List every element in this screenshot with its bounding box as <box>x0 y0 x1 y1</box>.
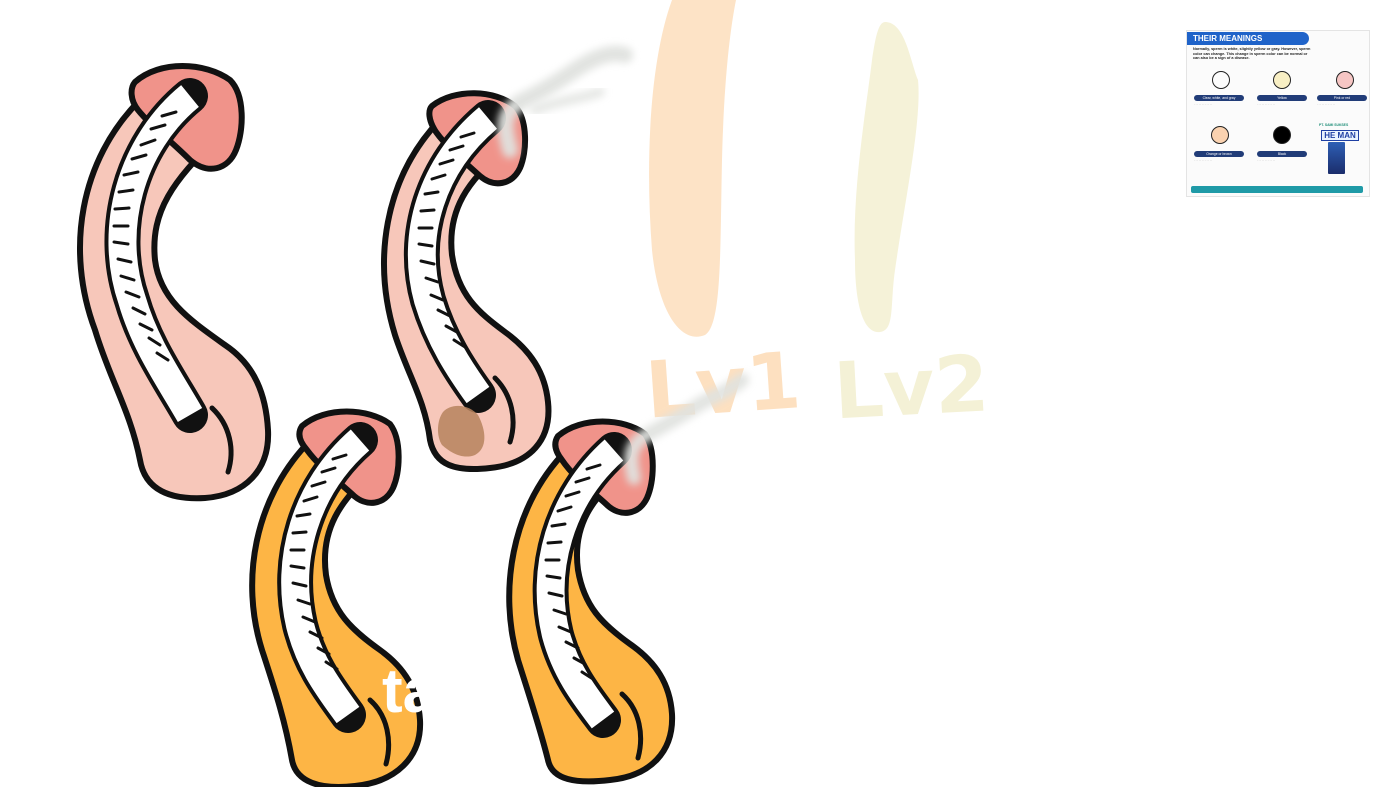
yellow-smear-stroke <box>854 22 919 333</box>
poster-header: THEIR MEANINGS <box>1187 32 1309 45</box>
orange-scrotum-line <box>367 697 392 767</box>
partial-white-text: ta <box>382 657 438 726</box>
semen-discharge-3 <box>624 373 749 485</box>
color-desc-clear: · · · · · · · · · · · · <box>1194 103 1213 106</box>
orange-stroke-ticks <box>289 453 348 671</box>
pink-penis-figure-2 <box>381 45 633 473</box>
poster-footer-bar <box>1191 186 1363 193</box>
color-swatch-clear <box>1212 71 1230 89</box>
pink-scrotum-line <box>209 405 234 475</box>
color-desc-yellow: · · · · · · · · · · · · <box>1257 103 1276 106</box>
product-box-image <box>1328 142 1345 174</box>
pink-stroke-ticks <box>112 110 178 362</box>
poster-brand-name: PT. SAMI SUKSES <box>1319 123 1349 127</box>
color-swatch-yellow <box>1273 71 1291 89</box>
color-label-black: Black <box>1257 151 1307 157</box>
orange-stroke-ticks-2 <box>544 463 602 681</box>
pink-stroke-ticks-2 <box>417 131 476 349</box>
color-desc-pink: · · · · · · · · · · · · <box>1317 103 1336 106</box>
level-2-label: Lv2 <box>832 339 991 437</box>
color-swatch-black <box>1273 126 1291 144</box>
reference-poster-thumbnail[interactable]: THEIR MEANINGS Normally, sperm is white,… <box>1186 30 1370 197</box>
color-label-yellow: Yellow <box>1257 95 1307 101</box>
color-desc-black: · · · · · · · · · · · · <box>1257 159 1276 162</box>
color-desc-orange: · · · · · · · · · · · · <box>1194 159 1213 162</box>
orange-penis-figure-2 <box>506 373 749 785</box>
pink-scrotum-line-2 <box>492 375 516 445</box>
color-label-clear: Clear, white, and gray <box>1194 95 1244 101</box>
pink-penis-figure <box>77 63 272 502</box>
poster-product-logo: HE MAN <box>1321 130 1359 141</box>
color-swatch-pink <box>1336 71 1354 89</box>
pink-shaft <box>77 97 272 502</box>
orange-penis-figure <box>249 408 424 787</box>
orange-smear-stroke <box>649 0 736 337</box>
semen-discharge-2 <box>530 87 605 115</box>
semen-discharge <box>497 45 633 158</box>
color-label-orange: Orange or brown <box>1194 151 1244 157</box>
orange-scrotum-line-2 <box>619 691 644 761</box>
color-swatch-orange <box>1211 126 1229 144</box>
poster-intro-text: Normally, sperm is white, slightly yello… <box>1193 47 1311 61</box>
brown-spot <box>437 405 485 457</box>
color-label-pink: Pink or red <box>1317 95 1367 101</box>
